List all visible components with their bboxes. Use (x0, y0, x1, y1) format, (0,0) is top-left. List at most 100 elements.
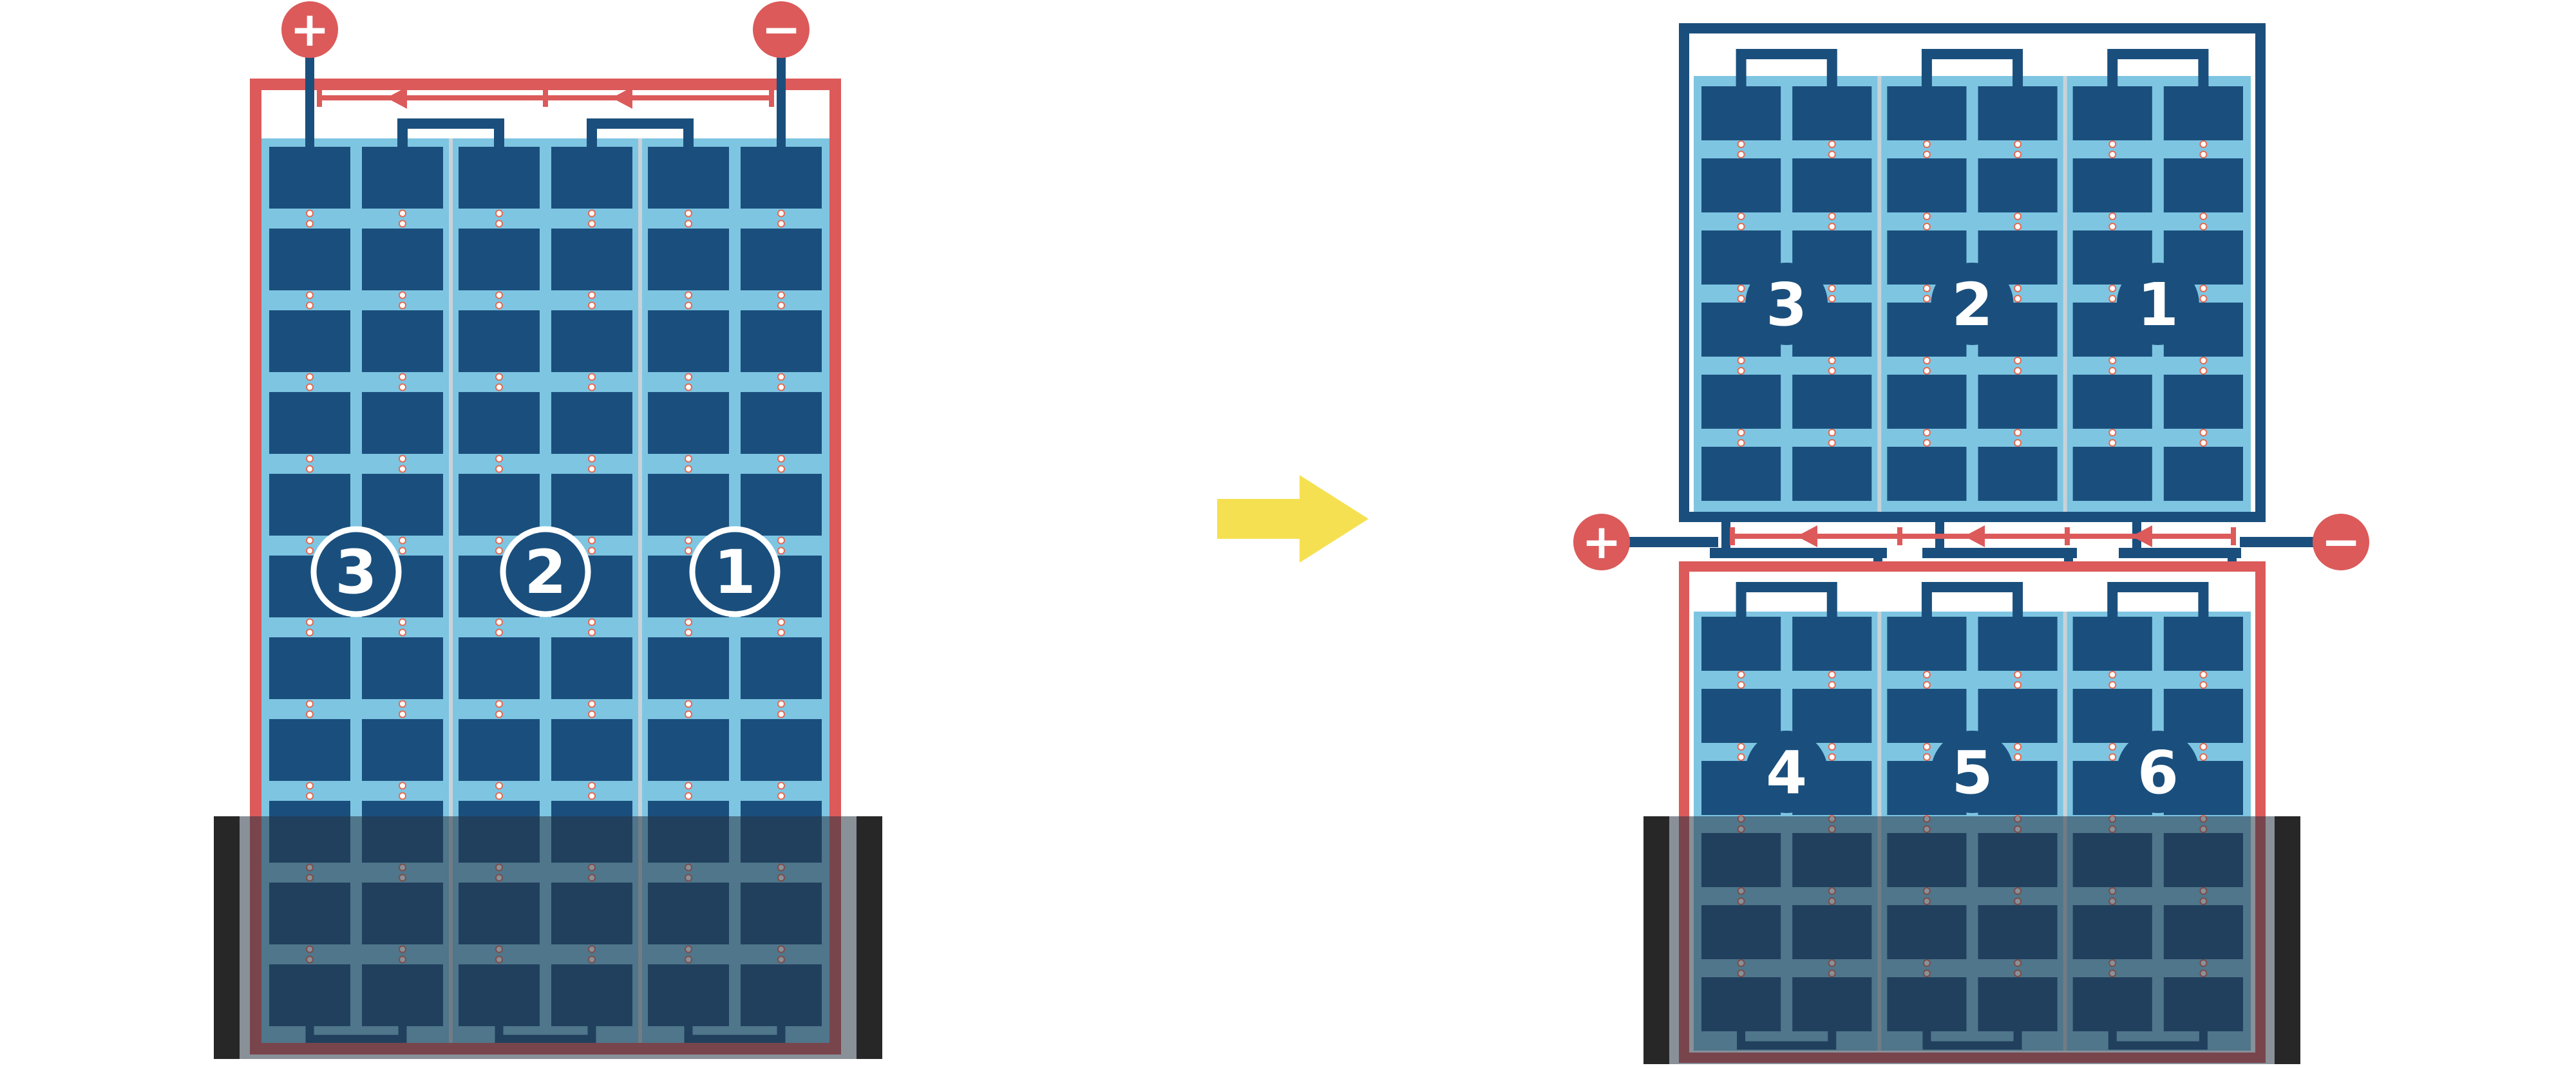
busbar-dot (1828, 743, 1836, 751)
plus-icon: + (290, 2, 330, 57)
busbar-dot (495, 710, 503, 718)
busbar-dot (2108, 151, 2117, 158)
badge-circle (1931, 263, 2014, 345)
series-stub-down (2064, 550, 2073, 561)
solar-cell (2072, 689, 2152, 743)
busbar-dot (2199, 223, 2208, 230)
busbar-dot (1828, 151, 1836, 158)
badge-number: 4 (1766, 738, 1807, 807)
busbar-dot (685, 454, 692, 463)
busbar-dot (685, 618, 692, 626)
busbar-dot (588, 383, 596, 391)
solar-cell (2072, 158, 2152, 212)
busbar-dot (495, 536, 503, 545)
solar-cell (551, 229, 632, 290)
solar-cell (741, 637, 822, 699)
busbar-dot (1922, 753, 1931, 761)
busbar-dot (2199, 151, 2208, 158)
busbar-dot (588, 373, 596, 381)
transform-arrow-icon (1217, 475, 1368, 563)
solar-cell (648, 147, 729, 209)
shade-edge-bar (2275, 816, 2300, 1064)
badge-circle (500, 526, 591, 617)
busbar-dot (1828, 681, 1836, 689)
busbar-dot (777, 547, 785, 555)
busbar-dot (2108, 295, 2117, 303)
busbar-dot (2014, 681, 2022, 689)
solar-cell (1792, 617, 1872, 671)
solar-cell (269, 310, 350, 372)
series-jumper (1921, 582, 2023, 619)
busbar-dot (399, 618, 406, 626)
solar-cell (1978, 375, 2058, 429)
series-jumper (1736, 582, 1837, 619)
busbar-dot (2108, 671, 2117, 679)
busbar-dot (2014, 367, 2022, 375)
badge-number: 2 (524, 538, 566, 608)
badge-number: 1 (2137, 270, 2179, 339)
solar-cell (1978, 158, 2058, 212)
busbar-dot (1737, 429, 1745, 436)
busbar-dot (2014, 285, 2022, 292)
busbar-dot (306, 291, 314, 299)
solar-cell (551, 392, 632, 454)
busbar-dot (1922, 212, 1931, 220)
busbar-dot (588, 454, 596, 463)
busbar-dot (1737, 439, 1745, 447)
busbar-dot (495, 792, 503, 800)
busbar-dot (495, 373, 503, 381)
left-shade-overlay (214, 816, 882, 1059)
current-direction-arrow (1964, 525, 1985, 547)
solar-cell (648, 474, 729, 536)
busbar-dot (1737, 285, 1745, 292)
busbar-dot (1737, 151, 1745, 158)
solar-cell (648, 310, 729, 372)
shade-edge-bar (214, 816, 240, 1059)
solar-cell (741, 147, 822, 209)
string-number-badge: 3 (310, 526, 402, 617)
busbar-dot (2014, 429, 2022, 436)
solar-cell (551, 147, 632, 209)
busbar-dot (495, 383, 503, 391)
solar-cell (362, 637, 443, 699)
busbar-dot (2199, 140, 2208, 148)
solar-cell (2163, 158, 2243, 212)
busbar-dot (1922, 151, 1931, 158)
busbar-dot (1737, 140, 1745, 148)
solar-cell (648, 637, 729, 699)
busbar-dot (588, 547, 596, 555)
busbar-dot (685, 628, 692, 637)
busbar-dot (777, 782, 785, 790)
busbar-dot (2108, 753, 2117, 761)
busbar-dot (1828, 439, 1836, 447)
busbar-dot (685, 710, 692, 718)
busbar-dot (399, 710, 406, 718)
busbar-dot (1828, 357, 1836, 364)
busbar-dot (495, 465, 503, 473)
busbar-dot (1922, 439, 1931, 447)
solar-cell (648, 719, 729, 781)
busbar-dot (306, 220, 314, 228)
solar-cell (2072, 617, 2152, 671)
solar-cell (269, 637, 350, 699)
busbar-dot (2014, 753, 2022, 761)
solar-cell (741, 229, 822, 290)
busbar-dot (2108, 285, 2117, 292)
busbar-dot (685, 792, 692, 800)
busbar-dot (2014, 140, 2022, 148)
right-current-wire (1730, 525, 2236, 547)
busbar-dot (306, 465, 314, 473)
busbar-dot (2014, 223, 2022, 230)
string-number-badge: 2 (1931, 263, 2014, 345)
busbar-dot (685, 536, 692, 545)
busbar-dot (777, 700, 785, 708)
solar-cell (459, 392, 540, 454)
busbar-dot (1922, 743, 1931, 751)
busbar-dot (2199, 429, 2208, 436)
busbar-dot (1922, 140, 1931, 148)
busbar-dot (2199, 285, 2208, 292)
solar-cell (2163, 689, 2243, 743)
busbar-dot (1922, 357, 1931, 364)
busbar-dot (495, 454, 503, 463)
